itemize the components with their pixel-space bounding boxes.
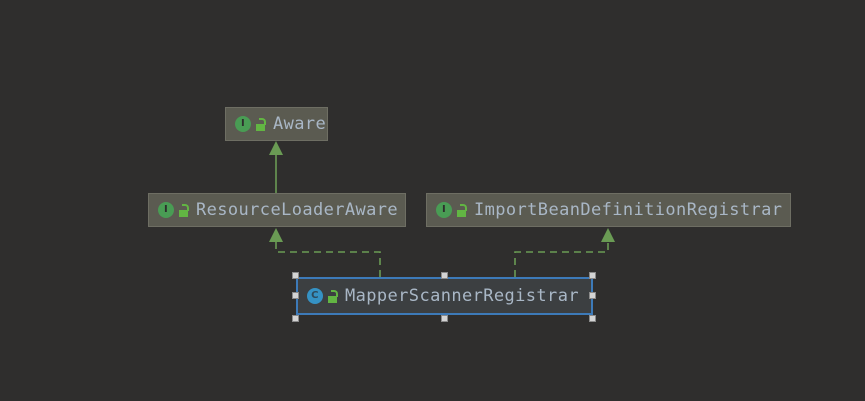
edge-implements-import-bean-definition-registrar [514,228,615,277]
lock-shackle [259,118,266,125]
node-icons: C [307,288,339,304]
lock-shackle [460,204,467,211]
lock-body [256,124,265,131]
handle-bottom-left[interactable] [292,315,299,322]
node-label: MapperScannerRegistrar [345,286,579,306]
handle-middle-left[interactable] [292,292,299,299]
lock-body [457,210,466,217]
public-unlocked-icon [255,117,267,131]
node-label: Aware [273,114,327,134]
handle-top-left[interactable] [292,272,299,279]
handle-top-right[interactable] [589,272,596,279]
node-icons: I [158,202,190,218]
edge-implements-resource-loader-aware-arrowhead [269,228,283,242]
handle-middle-right[interactable] [589,292,596,299]
node-aware[interactable]: I Aware [225,107,328,141]
edge-implements-resource-loader-aware [269,228,381,277]
edge-extends-aware-arrowhead [269,141,283,155]
handle-bottom-right[interactable] [589,315,596,322]
node-mapper-scanner-registrar[interactable]: C MapperScannerRegistrar [296,277,593,315]
public-unlocked-icon [456,203,468,217]
node-resource-loader-aware[interactable]: I ResourceLoaderAware [148,193,406,227]
interface-icon: I [158,202,174,218]
lock-shackle [182,204,189,211]
class-icon: C [307,288,323,304]
handle-top-center[interactable] [441,272,448,279]
interface-icon: I [235,116,251,132]
interface-icon: I [436,202,452,218]
node-label: ImportBeanDefinitionRegistrar [474,200,783,220]
public-unlocked-icon [178,203,190,217]
lock-shackle [331,290,338,297]
edge-extends-aware [269,141,283,193]
node-icons: I [436,202,468,218]
lock-body [179,210,188,217]
node-import-bean-definition-registrar[interactable]: I ImportBeanDefinitionRegistrar [426,193,791,227]
node-icons: I [235,116,267,132]
edge-implements-import-bean-definition-registrar-arrowhead [601,228,615,242]
node-label: ResourceLoaderAware [196,200,399,220]
public-unlocked-icon [327,289,339,303]
lock-body [328,296,337,303]
handle-bottom-center[interactable] [441,315,448,322]
